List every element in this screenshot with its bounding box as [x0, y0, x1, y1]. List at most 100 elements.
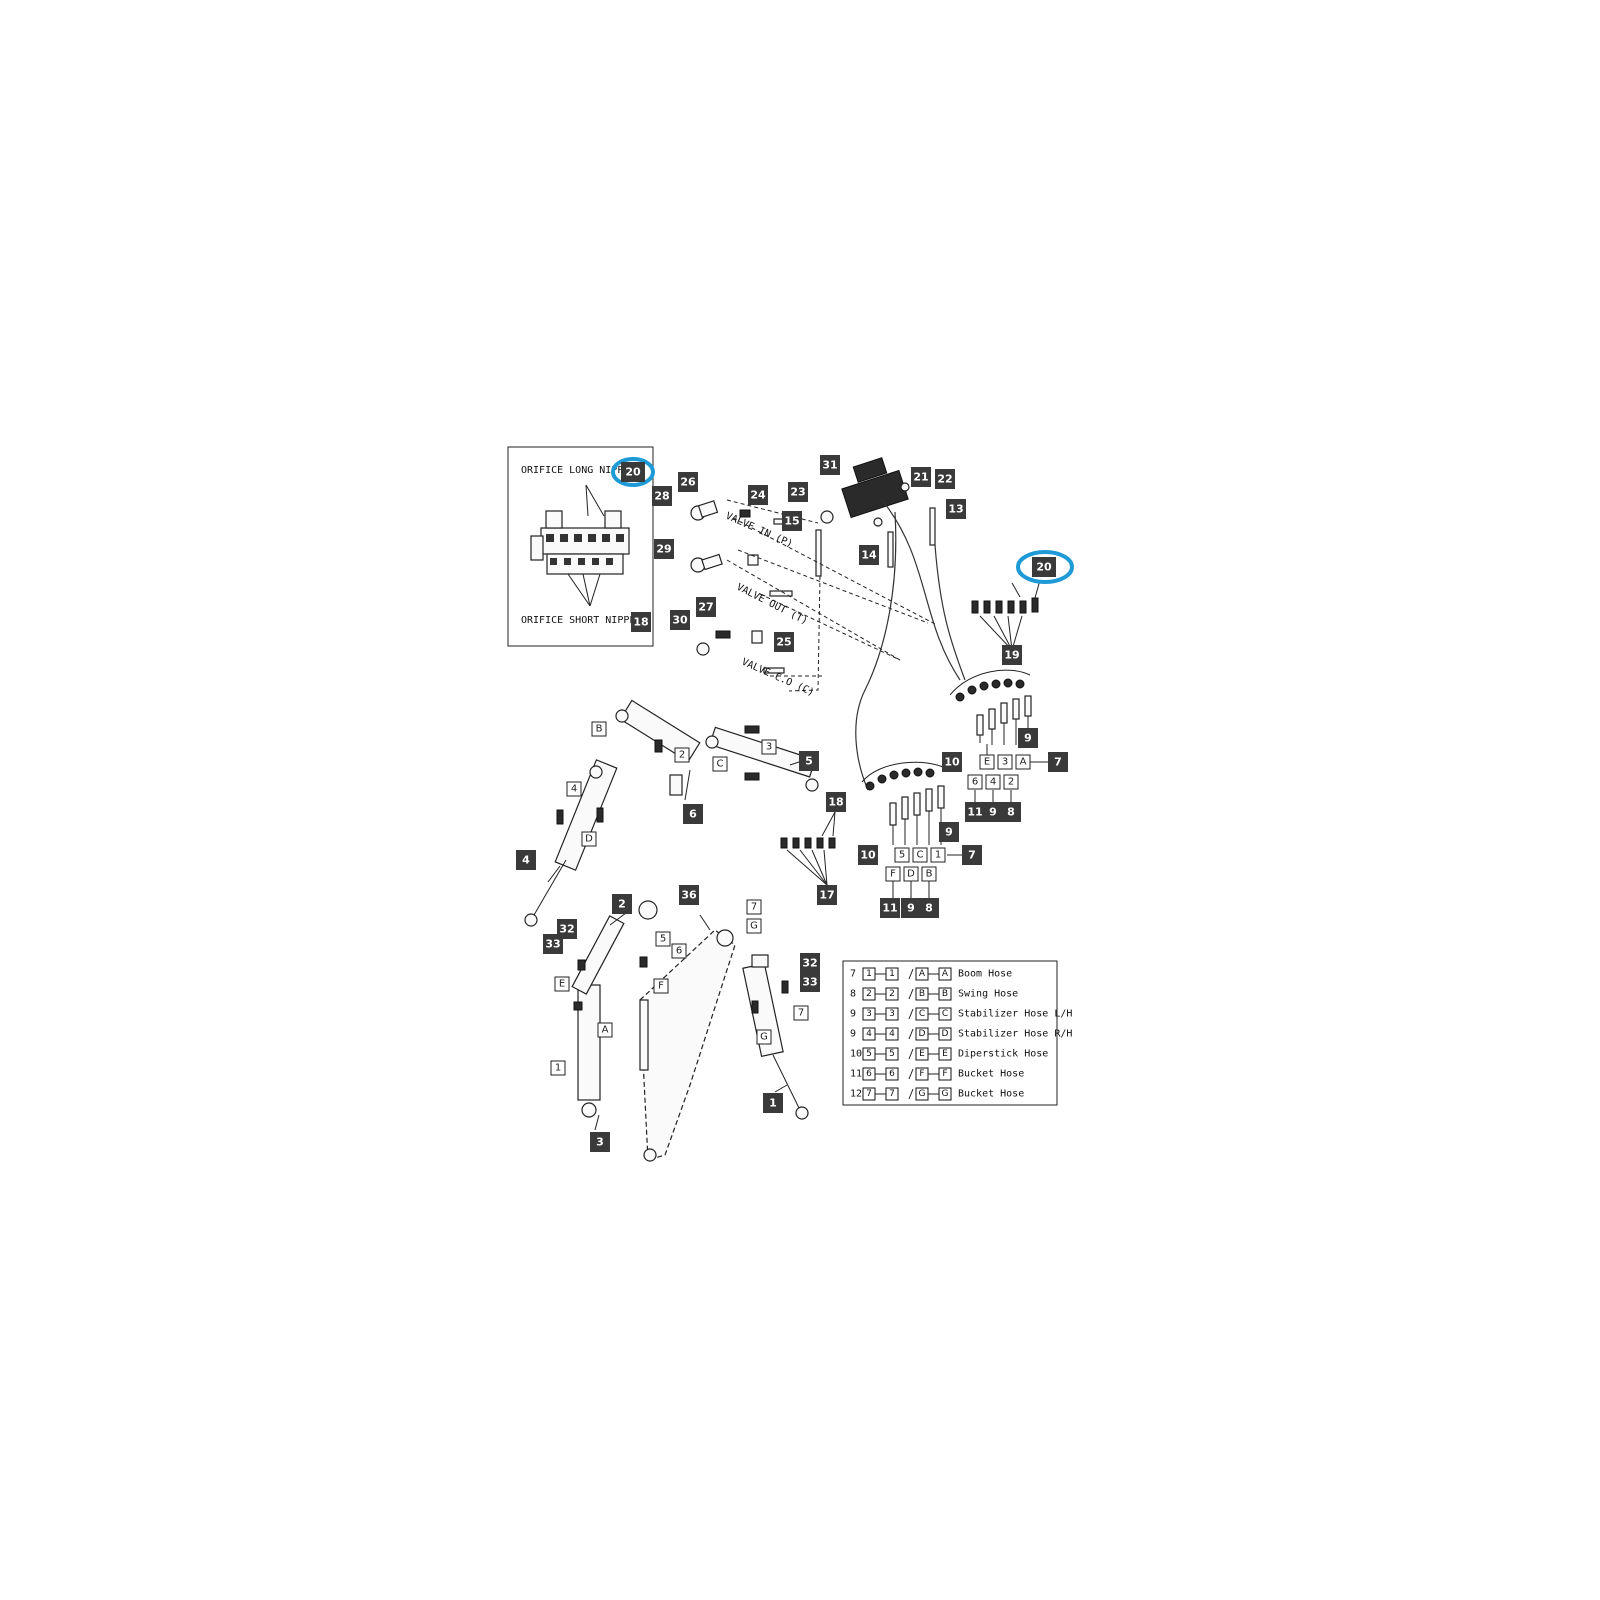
- svg-text:20: 20: [625, 466, 641, 479]
- callout-27: 27: [696, 597, 716, 617]
- svg-text:6: 6: [866, 1069, 872, 1079]
- svg-text:B: B: [942, 989, 948, 999]
- legend-port-box: 7: [862, 1087, 876, 1101]
- svg-text:33: 33: [802, 976, 817, 989]
- valve-co-label: VALVE C.O (C): [740, 657, 816, 699]
- port-label-5-mid: 5: [655, 931, 671, 947]
- legend-port-box: 4: [885, 1027, 899, 1041]
- svg-text:E: E: [559, 979, 565, 990]
- boom-cylinder-3: [571, 900, 658, 1118]
- callout-13: 13: [946, 499, 966, 519]
- svg-text:24: 24: [750, 489, 766, 502]
- svg-text:D: D: [907, 869, 915, 880]
- legend-port-box: G: [938, 1087, 952, 1101]
- svg-text:1: 1: [769, 1097, 777, 1110]
- svg-text:B: B: [919, 989, 925, 999]
- svg-text:27: 27: [698, 601, 713, 614]
- svg-text:1: 1: [866, 969, 872, 979]
- svg-text:3: 3: [889, 1009, 895, 1019]
- svg-text:F: F: [658, 981, 664, 992]
- legend-port-box: F: [938, 1067, 952, 1081]
- svg-text:A: A: [1020, 757, 1027, 768]
- svg-text:C: C: [917, 850, 924, 861]
- svg-text:F: F: [919, 1069, 924, 1079]
- inset-valve-block: [530, 484, 630, 607]
- legend-port-box: E: [915, 1047, 929, 1061]
- legend-port-box: 2: [862, 987, 876, 1001]
- callout-33-a: 33: [543, 934, 563, 954]
- svg-text:6: 6: [676, 946, 682, 957]
- svg-text:F: F: [942, 1069, 947, 1079]
- port-label-7-top: 7: [746, 899, 762, 915]
- svg-text:18: 18: [828, 796, 843, 809]
- callout-20: 20: [621, 462, 645, 482]
- port-label-B-lower: B: [921, 866, 937, 882]
- svg-text:7: 7: [751, 902, 757, 913]
- legend-port-box: 5: [862, 1047, 876, 1061]
- svg-text:9: 9: [1024, 732, 1032, 745]
- legend-port-box: 5: [885, 1047, 899, 1061]
- legend-port-box: A: [938, 967, 952, 981]
- callout-21: 21: [911, 467, 931, 487]
- svg-text:26: 26: [680, 476, 696, 489]
- svg-text:1: 1: [889, 969, 895, 979]
- legend-hose-name: Boom Hose: [958, 969, 1012, 980]
- legend-port-box: G: [915, 1087, 929, 1101]
- svg-text:5: 5: [899, 850, 905, 861]
- svg-text:17: 17: [819, 889, 834, 902]
- bucket-cylinder-1: [742, 954, 809, 1120]
- callout-18: 18: [631, 612, 651, 632]
- port-label-6-upper: 6: [967, 774, 983, 790]
- port-label-G-top: G: [746, 918, 762, 934]
- port-label-5-lower: 5: [894, 847, 910, 863]
- legend-port-box: 1: [885, 967, 899, 981]
- callout-17: 17: [817, 885, 837, 905]
- port-label-7-right: 7: [793, 1005, 809, 1021]
- legend-port-box: B: [938, 987, 952, 1001]
- legend-port-box: 3: [862, 1007, 876, 1021]
- svg-text:13: 13: [948, 503, 963, 516]
- svg-text:A: A: [602, 1025, 609, 1036]
- callout-18-b: 18: [826, 792, 846, 812]
- callout-10-b: 10: [858, 845, 878, 865]
- inset-top-label: ORIFICE LONG NIPPLE: [521, 465, 635, 476]
- legend-port-box: B: [915, 987, 929, 1001]
- legend-port-box: 2: [885, 987, 899, 1001]
- swing-cylinder-6: [615, 699, 701, 796]
- port-label-3-upper: 3: [997, 754, 1013, 770]
- legend-port-box: D: [915, 1027, 929, 1041]
- svg-text:G: G: [942, 1089, 949, 1099]
- orifice-set-19: [971, 550, 1074, 651]
- callout-7-a: 7: [1048, 752, 1068, 772]
- svg-text:B: B: [596, 724, 603, 735]
- svg-text:D: D: [585, 834, 593, 845]
- svg-text:3: 3: [766, 742, 772, 753]
- callout-9-a: 9: [1018, 728, 1038, 748]
- svg-text:G: G: [919, 1089, 926, 1099]
- svg-text:3: 3: [866, 1009, 872, 1019]
- callout-14: 14: [859, 545, 879, 565]
- svg-text:F: F: [890, 869, 896, 880]
- svg-text:C: C: [919, 1009, 925, 1019]
- svg-text:A: A: [919, 969, 926, 979]
- svg-text:15: 15: [784, 515, 799, 528]
- svg-text:8: 8: [925, 902, 933, 915]
- svg-text:E: E: [984, 757, 990, 768]
- callout-26: 26: [678, 472, 698, 492]
- svg-text:C: C: [717, 759, 724, 770]
- svg-text:G: G: [760, 1032, 768, 1043]
- svg-text:2: 2: [679, 750, 685, 761]
- svg-text:E: E: [942, 1049, 948, 1059]
- valve-out-label: VALVE OUT (T): [735, 582, 810, 627]
- svg-text:10: 10: [944, 756, 960, 769]
- callout-25: 25: [774, 632, 794, 652]
- svg-text:E: E: [919, 1049, 925, 1059]
- svg-text:5: 5: [660, 934, 666, 945]
- callout-9-b: 9: [983, 802, 1003, 822]
